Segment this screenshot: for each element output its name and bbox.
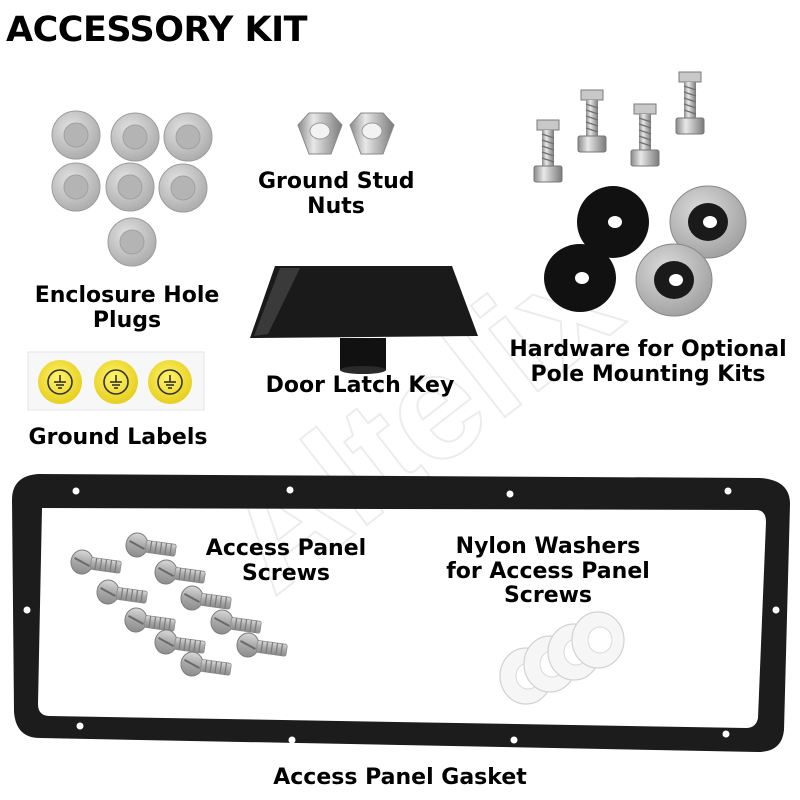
label-nylon-washers: Nylon Washers for Access Panel Screws: [446, 534, 650, 609]
nylon-washers: [499, 611, 625, 705]
label-door-latch-key: Door Latch Key: [265, 373, 455, 398]
label-access-panel-screws: Access Panel Screws: [205, 536, 367, 586]
label-ground-labels: Ground Labels: [28, 425, 208, 450]
ground-labels: [27, 351, 205, 411]
label-access-panel-gasket: Access Panel Gasket: [273, 765, 527, 790]
label-enclosure-hole-plugs: Enclosure Hole Plugs: [34, 283, 220, 333]
page-title: ACCESSORY KIT: [6, 10, 308, 50]
access-panel-gasket: [12, 474, 790, 752]
label-pole-mounting-hardware: Hardware for Optional Pole Mounting Kits: [509, 337, 787, 387]
pole-mounting-hardware: [533, 71, 747, 317]
enclosure-hole-plugs: [51, 110, 213, 267]
label-ground-stud-nuts: Ground Stud Nuts: [258, 169, 415, 219]
ground-stud-nuts: [297, 112, 395, 155]
door-latch-key: [250, 266, 478, 374]
